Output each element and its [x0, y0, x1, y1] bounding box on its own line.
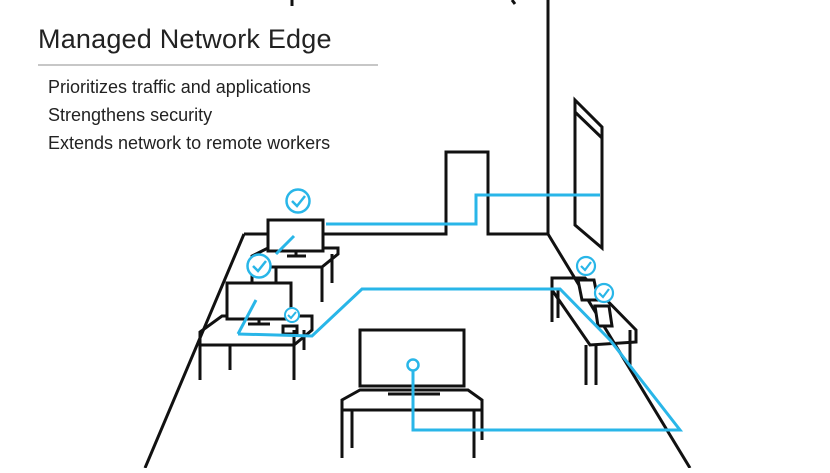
network-cabling — [236, 193, 684, 432]
check-badge-icon — [284, 307, 300, 323]
feature-item: Extends network to remote workers — [48, 133, 331, 153]
check-badge-icon — [285, 188, 311, 214]
feature-item: Strengthens security — [48, 105, 213, 125]
desk-middle — [198, 314, 314, 380]
monitor-middle — [225, 281, 299, 336]
feature-list: Prioritizes traffic and applications Str… — [48, 75, 330, 159]
check-badge-icon — [575, 255, 597, 277]
room-walls — [143, 0, 692, 469]
access-point-icon — [406, 358, 420, 372]
title-divider — [38, 64, 378, 66]
feature-item: Prioritizes traffic and applications — [48, 77, 311, 97]
check-badge-icon — [246, 253, 272, 279]
window — [573, 96, 604, 252]
monitor-back — [266, 218, 325, 258]
check-badge-icon — [593, 282, 615, 304]
diagram-title: Managed Network Edge — [38, 24, 332, 54]
desk-front — [340, 388, 484, 458]
